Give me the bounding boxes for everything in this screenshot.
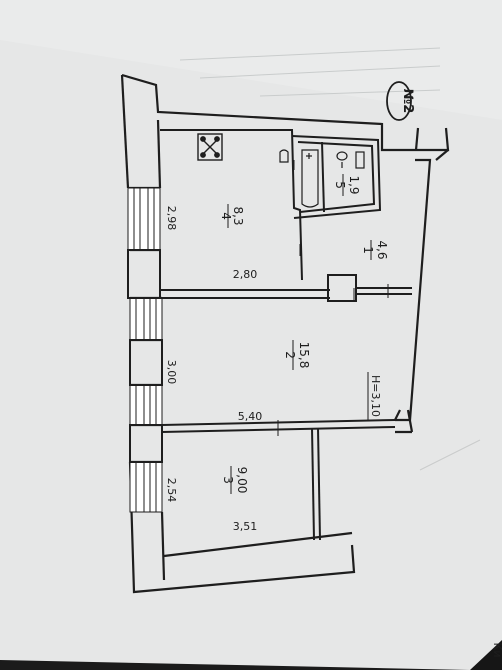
window-icon xyxy=(127,187,163,513)
wall-pillars xyxy=(127,249,163,463)
room-4-area: 8,3 xyxy=(231,206,245,225)
paper-highlight xyxy=(0,0,502,120)
room-1-area: 4,6 xyxy=(375,240,389,259)
room-1-number: 1 xyxy=(361,246,375,254)
unit-number: №2 xyxy=(400,89,415,114)
photo-shadow xyxy=(470,640,502,670)
dimension-2-54: 2,54 xyxy=(165,478,178,503)
dimension-ticks xyxy=(277,160,389,436)
dimension-5-40: 5,40 xyxy=(238,410,263,423)
room-5-number: 5 xyxy=(333,181,347,189)
room-4-number: 4 xyxy=(219,212,233,220)
stove-icon xyxy=(197,133,223,161)
dimension-3-51: 3,51 xyxy=(233,520,258,533)
dimension-3-00: 3,00 xyxy=(165,360,178,385)
room-3-number: 3 xyxy=(221,476,235,484)
bathtub-icon xyxy=(301,149,319,208)
room-2-area: 15,8 xyxy=(297,342,311,369)
room-5-area: 1,9 xyxy=(347,175,361,194)
dimension-2-98: 2,98 xyxy=(165,206,178,231)
room-2-number: 2 xyxy=(283,351,297,359)
sink-icon xyxy=(279,149,289,163)
room-3-area: 9,00 xyxy=(235,467,249,494)
edge-text: Ки xyxy=(491,643,502,658)
dimension-2-80: 2,80 xyxy=(233,268,258,281)
toilet-icon xyxy=(336,151,365,169)
unit-number-badge xyxy=(386,81,412,121)
interior-walls xyxy=(160,129,412,541)
ceiling-height: H=3,10 xyxy=(369,375,382,417)
